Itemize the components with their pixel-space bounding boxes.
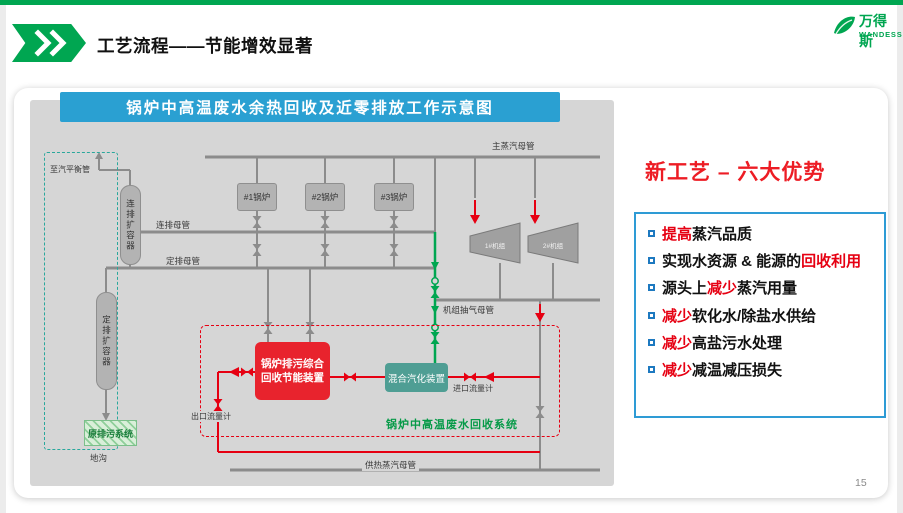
original-drain-system-box: 原排污系统 — [84, 420, 137, 446]
square-bullet-icon — [648, 257, 655, 265]
boiler-1: #1锅炉 — [237, 183, 277, 211]
right-margin — [897, 5, 903, 513]
fast-forward-icon — [12, 24, 86, 62]
device-label-line1: 锅炉排污综合 — [261, 357, 324, 370]
highlight-segment: 减少 — [707, 280, 738, 298]
list-item: 实现水资源 & 能源的回收利用 — [648, 252, 876, 273]
square-bullet-icon — [648, 338, 655, 346]
square-bullet-icon — [648, 230, 655, 237]
ditch-label: 地沟 — [90, 453, 108, 463]
highlight-segment: 回收利用 — [801, 253, 862, 271]
text-segment: 软化水/除盐水供给 — [692, 307, 817, 325]
advantage-text: 源头上减少蒸汽用量 — [662, 279, 876, 300]
list-item: 减少软化水/除盐水供给 — [648, 307, 876, 328]
page-number: 15 — [855, 477, 867, 489]
square-bullet-icon — [648, 365, 655, 373]
logo-text-en: WANDESS — [859, 30, 903, 39]
continuous-blowdown-header-label: 连排母管 — [156, 220, 191, 230]
list-item: 减少减温减压损失 — [648, 361, 876, 382]
boiler-3: #3锅炉 — [374, 183, 414, 211]
left-margin — [0, 5, 6, 513]
outlet-flowmeter-label: 出口流量计 — [188, 411, 234, 422]
company-logo: 万得斯 WANDESS — [831, 10, 902, 50]
square-bullet-icon — [648, 284, 655, 292]
mixing-vaporizer-box: 混合汽化装置 — [385, 363, 448, 392]
advantages-title: 新工艺 – 六大优势 — [645, 161, 826, 184]
top-accent-bar — [0, 0, 903, 5]
list-item: 提高蒸汽品质 — [648, 225, 876, 246]
list-item: 减少高盐污水处理 — [648, 334, 876, 355]
advantage-text: 减少减温减压损失 — [662, 361, 876, 382]
text-segment: 源头上 — [662, 280, 708, 298]
extraction-header-label: 机组抽气母管 — [443, 305, 495, 315]
advantage-text: 减少软化水/除盐水供给 — [662, 307, 876, 328]
highlight-segment: 减少 — [662, 361, 693, 379]
page-title: 工艺流程——节能增效显著 — [97, 36, 313, 56]
legacy-drain-dashed-boundary — [44, 152, 118, 450]
highlight-segment: 提高 — [662, 226, 693, 243]
text-segment: 高盐污水处理 — [692, 334, 783, 352]
process-diagram: 主蒸汽母管 至汽平衡管 连排母管 定排母管 机组抽气母管 供热蒸汽母管 地沟 进… — [30, 100, 614, 486]
square-bullet-icon — [648, 311, 655, 319]
text-segment: 减温减压损失 — [692, 361, 783, 379]
blowdown-recovery-device-box: 锅炉排污综合 回收节能装置 — [255, 342, 330, 400]
steam-balance-label: 至汽平衡管 — [50, 165, 90, 174]
recovery-system-dashed-boundary — [200, 325, 560, 437]
highlight-segment: 减少 — [662, 307, 693, 325]
content-panel: 锅炉中高温废水余热回收及近零排放工作示意图 — [14, 88, 888, 498]
advantage-text: 实现水资源 & 能源的回收利用 — [662, 252, 876, 273]
list-item: 源头上减少蒸汽用量 — [648, 279, 876, 300]
recovery-system-label: 锅炉中高温废水回收系统 — [386, 419, 518, 431]
advantage-text: 提高蒸汽品质 — [662, 225, 876, 246]
inlet-flowmeter-label: 进口流量计 — [450, 383, 496, 394]
turbine-unit-2-label: 2#机组 — [542, 243, 564, 250]
advantage-text: 减少高盐污水处理 — [662, 334, 876, 355]
boiler-2: #2锅炉 — [305, 183, 345, 211]
text-segment: 蒸汽用量 — [737, 280, 798, 298]
turbine-icons — [469, 222, 579, 264]
turbine-unit-1-label: 1#机组 — [484, 243, 506, 250]
periodic-blowdown-header-label: 定排母管 — [166, 256, 201, 266]
green-arrows-and-valve-icons — [430, 262, 440, 344]
text-segment: 实现水资源 & 能源的 — [662, 253, 802, 271]
periodic-blowdown-flash-tank: 定排扩容器 — [96, 292, 117, 390]
advantages-list-box: 提高蒸汽品质 实现水资源 & 能源的回收利用 源头上减少蒸汽用量 减少软化水/除… — [634, 212, 886, 418]
leaf-icon — [834, 16, 855, 35]
diagram-title-banner: 锅炉中高温废水余热回收及近零排放工作示意图 — [60, 92, 560, 122]
logo-text-cn: 万得斯 — [859, 13, 887, 49]
heating-steam-header-label: 供热蒸汽母管 — [362, 459, 420, 471]
device-label-line2: 回收节能装置 — [261, 372, 324, 384]
highlight-segment: 减少 — [662, 334, 693, 352]
text-segment: 蒸汽品质 — [692, 226, 753, 243]
continuous-blowdown-flash-tank: 连排扩容器 — [120, 185, 141, 265]
main-steam-header-label: 主蒸汽母管 — [492, 141, 535, 151]
red-arrows-and-valve-icons — [213, 215, 545, 411]
gray-arrows-and-valve-icons — [95, 152, 545, 421]
